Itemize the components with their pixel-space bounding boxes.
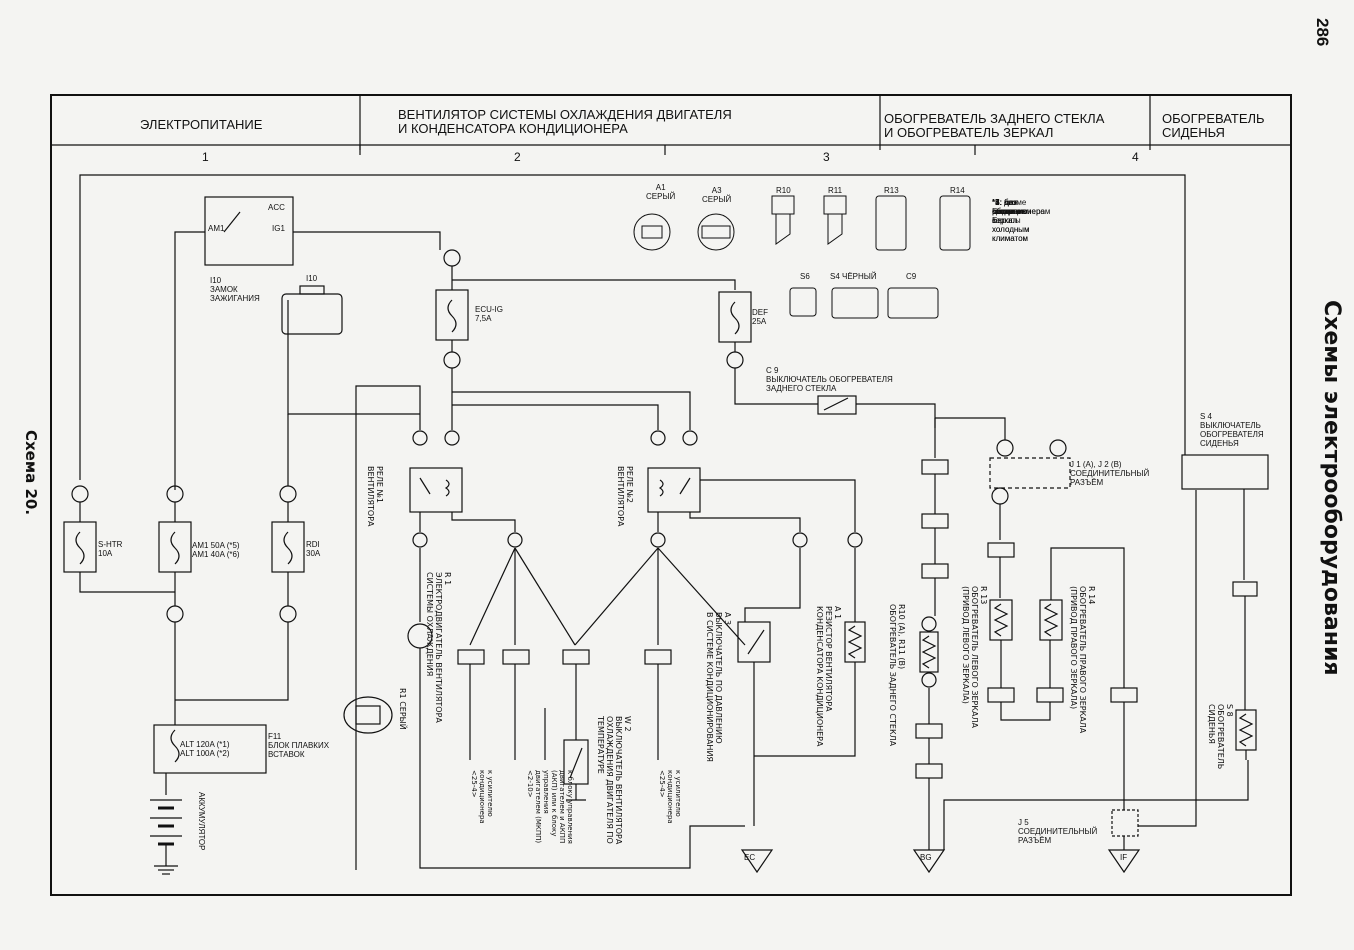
- rdi-label: RDI 30A: [306, 540, 321, 558]
- s-htr-label: S-HTR 10A: [98, 540, 123, 558]
- header-rear-defogger: ОБОГРЕВАТЕЛЬ ЗАДНЕГО СТЕКЛА И ОБОГРЕВАТЕ…: [884, 111, 1105, 140]
- ground-bg-label: BG: [920, 853, 932, 862]
- conn-i10-label: I10: [306, 274, 318, 283]
- j5-label: J 5 СОЕДИНИТЕЛЬНЫЙ РАЗЪЁМ: [1018, 818, 1098, 845]
- note-5: *5: для Европы: [992, 198, 1021, 216]
- conn-r10-label: R10: [776, 186, 791, 195]
- ig1-label: IG1: [272, 224, 285, 233]
- header-cooling-fan: ВЕНТИЛЯТОР СИСТЕМЫ ОХЛАЖДЕНИЯ ДВИГАТЕЛЯ …: [398, 107, 732, 136]
- note-4: *4: без обогрева зеркал: [992, 198, 1026, 225]
- column-1: 1: [202, 150, 209, 164]
- conn-r14-label: R14: [950, 186, 965, 195]
- header-power: ЭЛЕКТРОПИТАНИЕ: [140, 117, 263, 132]
- ground-if-label: IF: [1120, 853, 1128, 862]
- note-7: *7: с кондиционером: [992, 198, 1051, 216]
- column-4: 4: [1132, 150, 1139, 164]
- header-seat-heater: ОБОГРЕВАТЕЛЬ СИДЕНЬЯ: [1162, 111, 1265, 140]
- conn-r13-label: R13: [884, 186, 899, 195]
- column-3: 3: [823, 150, 830, 164]
- note-1: *1: для регионов с холодным климатом: [992, 198, 1030, 243]
- conn-a1-label: A1 СЕРЫЙ: [646, 183, 676, 201]
- am1-label: AM1: [208, 224, 225, 233]
- note-2: *2: кроме регионов с холодным климатом: [992, 198, 1030, 243]
- conn-a3-label: A3 СЕРЫЙ: [702, 186, 732, 204]
- column-2: 2: [514, 150, 521, 164]
- alt-label: ALT 120A (*1) ALT 100A (*2): [180, 740, 230, 758]
- conn-s6-label: S6: [800, 272, 810, 281]
- conn-c9-label: C9: [906, 272, 917, 281]
- c9-switch-label: C 9 ВЫКЛЮЧАТЕЛЬ ОБОГРЕВАТЕЛЯ ЗАДНЕГО СТЕ…: [766, 366, 893, 393]
- note-8: *8: без кондиционера: [992, 198, 1045, 216]
- ignition-label: I10 ЗАМОК ЗАЖИГАНИЯ: [210, 276, 260, 303]
- note-6: *6: кроме Европы: [992, 198, 1021, 225]
- am1-fuse-label: AM1 50A (*5) AM1 40A (*6): [192, 541, 240, 559]
- ground-ec-label: EC: [744, 853, 756, 862]
- def-label: DEF 25A: [752, 308, 768, 326]
- conn-r11-label: R11: [828, 186, 843, 195]
- acc-label: ACC: [268, 203, 285, 212]
- ecu-ig-label: ECU-IG 7,5A: [475, 305, 503, 323]
- note-3: *3: с обогревом зеркал: [992, 198, 1032, 225]
- s4-switch-label: S 4 ВЫКЛЮЧАТЕЛЬ ОБОГРЕВАТЕЛЯ СИДЕНЬЯ: [1200, 412, 1264, 448]
- j1j2-label: J 1 (A), J 2 (B) СОЕДИНИТЕЛЬНЫЙ РАЗЪЁМ: [1070, 460, 1150, 487]
- fuse-block-label: F11 БЛОК ПЛАВКИХ ВСТАВОК: [268, 732, 330, 759]
- conn-s4-label: S4 ЧЁРНЫЙ: [830, 272, 877, 281]
